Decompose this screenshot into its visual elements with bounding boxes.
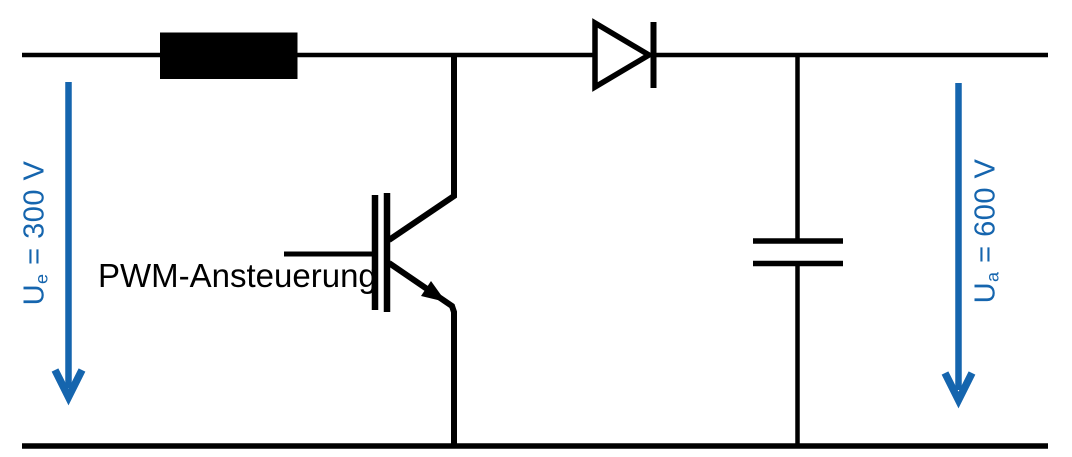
- input-voltage-symbol: U: [18, 283, 51, 306]
- input-voltage-value: = 300 V: [18, 160, 51, 274]
- emitter-branch-wire: [387, 260, 457, 446]
- output-voltage-symbol: U: [969, 281, 1002, 304]
- output-voltage-subscript: a: [982, 271, 1003, 282]
- input-voltage-arrow: [51, 82, 86, 406]
- collector-branch-wire: [387, 55, 457, 243]
- input-voltage-label: Ue = 300 V: [19, 161, 52, 306]
- wires: [22, 52, 1048, 449]
- capacitor-symbol: [753, 238, 843, 267]
- pwm-control-label: PWM-Ansteuerung: [98, 257, 377, 295]
- igbt-transistor-symbol: [371, 193, 446, 312]
- inductor-symbol: [160, 32, 298, 79]
- input-arrow-head: [51, 368, 86, 406]
- output-voltage-value: = 600 V: [969, 158, 1002, 272]
- diode-symbol: [592, 18, 657, 92]
- igbt-emitter-arrowhead: [421, 281, 446, 302]
- inductor-body: [160, 32, 298, 79]
- output-voltage-arrow: [941, 83, 976, 409]
- diode-triangle: [592, 18, 655, 92]
- input-voltage-subscript: e: [31, 273, 52, 284]
- output-arrow-head: [941, 371, 976, 409]
- output-voltage-label: Ua = 600 V: [970, 159, 1003, 304]
